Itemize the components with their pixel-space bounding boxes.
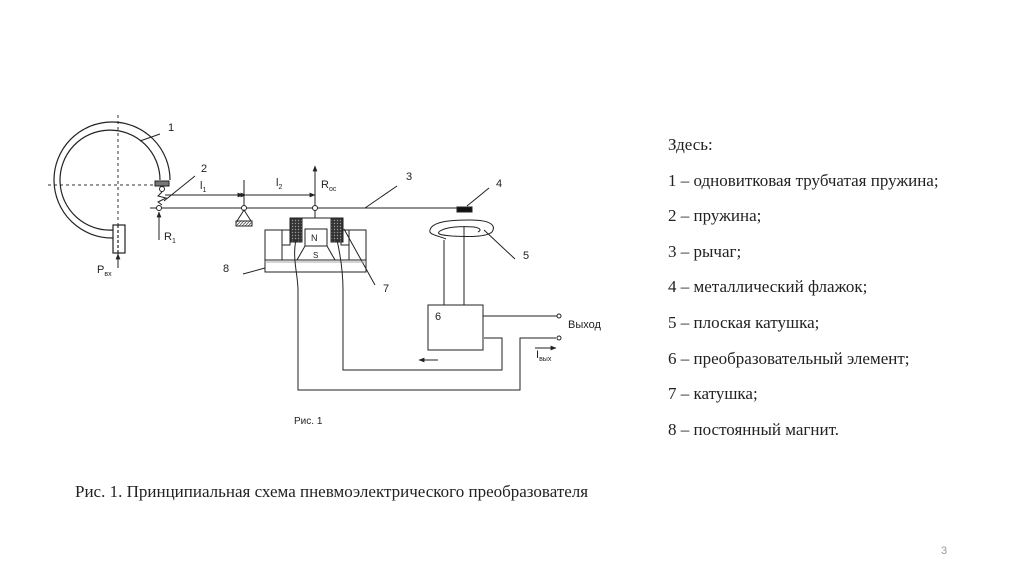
leader-4 (466, 187, 490, 207)
label-l1: l1 (200, 180, 206, 194)
leader-8 (242, 267, 266, 275)
label-north-pole: N (311, 233, 318, 243)
output-terminal-top (556, 313, 562, 319)
label-4: 4 (496, 178, 502, 190)
legend-heading: Здесь: (668, 135, 713, 154)
legend-item: 5 – плоская катушка; (668, 312, 820, 332)
label-3: 3 (406, 171, 412, 183)
pivot-support (235, 205, 253, 227)
coil-left (289, 217, 303, 243)
center-lines (48, 115, 160, 260)
output-terminal-bottom (556, 335, 562, 341)
label-5: 5 (523, 250, 529, 262)
figure-label: Рис. 1 (294, 416, 323, 427)
figure-caption: Рис. 1. Принципиальная схема пневмоэлект… (75, 482, 589, 501)
label-8: 8 (223, 263, 229, 275)
label-iout: Iвых (536, 349, 552, 363)
flat-coil (429, 219, 494, 305)
legend-item: 7 – катушка; (668, 384, 758, 404)
label-2: 2 (201, 163, 207, 175)
spring-tip (154, 180, 170, 187)
metal-flag (456, 206, 473, 213)
tubular-spring (53, 121, 171, 254)
coil-right (330, 217, 344, 243)
converter-element (427, 304, 484, 351)
small-spring (157, 191, 168, 206)
permanent-magnet (264, 228, 367, 273)
label-7: 7 (383, 283, 389, 295)
leader-2 (163, 175, 196, 202)
label-output: Выход (568, 319, 601, 331)
label-roc: Rос (321, 179, 337, 193)
leader-3 (364, 185, 398, 209)
legend-item: 1 – одновитковая трубчатая пружина; (668, 170, 939, 190)
label-6: 6 (435, 311, 441, 323)
legend-item: 3 – рычаг; (668, 241, 742, 261)
label-r1: R1 (164, 231, 176, 245)
leader-1 (139, 133, 161, 142)
label-south-pole: S (313, 251, 318, 260)
label-l2: l2 (276, 177, 282, 191)
legend-item: 2 – пружина; (668, 206, 762, 226)
leader-5 (483, 229, 516, 260)
legend-item: 4 – металлический флажок; (668, 277, 868, 297)
legend: Здесь: 1 – одновитковая трубчатая пружин… (668, 130, 939, 450)
label-1: 1 (168, 122, 174, 134)
legend-item: 6 – преобразовательный элемент; (668, 348, 910, 368)
label-pvx: Pвх (97, 264, 112, 278)
page-number: 3 (941, 545, 948, 557)
legend-item: 8 – постоянный магнит. (668, 419, 839, 439)
